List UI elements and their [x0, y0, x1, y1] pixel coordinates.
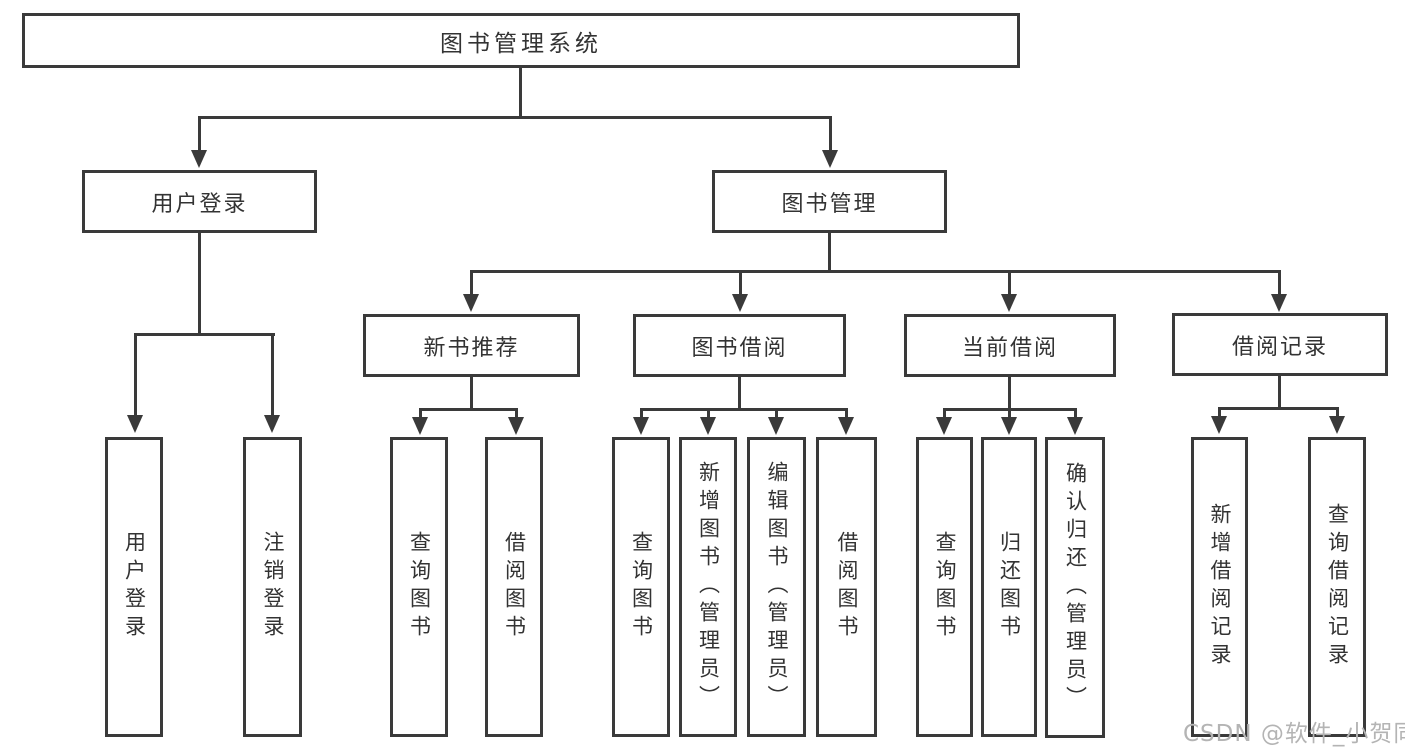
arrow-down-icon: [1067, 417, 1083, 435]
arrow-down-icon: [508, 417, 524, 435]
leaf-logout: 注销登录: [243, 437, 302, 737]
connector-line: [419, 408, 422, 420]
connector-line: [707, 408, 710, 420]
connector-line: [1074, 408, 1077, 420]
arrow-down-icon: [768, 417, 784, 435]
node-current-borrow: 当前借阅: [904, 314, 1116, 377]
connector-line: [1278, 270, 1281, 298]
connector-line: [1218, 407, 1221, 420]
connector-line: [470, 377, 473, 411]
connector-line: [943, 408, 946, 420]
connector-line: [1278, 376, 1281, 410]
arrow-down-icon: [191, 150, 207, 168]
leaf-user-login: 用户登录: [105, 437, 163, 737]
leaf-recommend-query-book: 查询图书: [390, 437, 448, 737]
node-book-borrow: 图书借阅: [633, 314, 846, 377]
leaf-current-confirm-return: 确认归还（管理员）: [1045, 437, 1105, 738]
connector-line: [198, 116, 832, 119]
leaf-borrow-edit-book: 编辑图书（管理员）: [747, 437, 806, 737]
arrow-down-icon: [732, 294, 748, 312]
connector-line: [470, 270, 473, 298]
arrow-down-icon: [1211, 416, 1227, 434]
csdn-watermark: CSDN @软件_小贺同学: [1183, 721, 1405, 747]
connector-line: [1218, 407, 1338, 410]
arrow-down-icon: [936, 417, 952, 435]
connector-line: [1336, 407, 1339, 420]
arrow-down-icon: [1001, 417, 1017, 435]
connector-line: [640, 408, 643, 420]
connector-line: [829, 116, 832, 153]
leaf-borrow-add-book: 新增图书（管理员）: [679, 437, 737, 737]
connector-line: [845, 408, 848, 420]
leaf-current-query-book: 查询图书: [916, 437, 973, 737]
connector-line: [640, 408, 847, 411]
node-borrow-record: 借阅记录: [1172, 313, 1388, 376]
arrow-down-icon: [822, 150, 838, 168]
connector-line: [134, 333, 275, 336]
node-book-management: 图书管理: [712, 170, 947, 233]
arrow-down-icon: [127, 415, 143, 433]
connector-line: [1008, 377, 1011, 411]
connector-line: [1008, 408, 1011, 420]
leaf-borrow-query-book: 查询图书: [612, 437, 670, 737]
arrow-down-icon: [633, 417, 649, 435]
connector-line: [134, 333, 137, 417]
connector-line: [519, 68, 522, 118]
node-root: 图书管理系统: [22, 13, 1020, 68]
arrow-down-icon: [412, 417, 428, 435]
node-user-login: 用户登录: [82, 170, 317, 233]
leaf-current-return-book: 归还图书: [981, 437, 1037, 737]
leaf-borrow-borrow-book: 借阅图书: [816, 437, 877, 737]
node-new-book-recommend: 新书推荐: [363, 314, 580, 377]
arrow-down-icon: [463, 294, 479, 312]
connector-line: [739, 270, 742, 298]
leaf-record-query: 查询借阅记录: [1308, 437, 1366, 737]
arrow-down-icon: [264, 415, 280, 433]
arrow-down-icon: [1329, 416, 1345, 434]
connector-line: [738, 377, 741, 411]
connector-line: [470, 270, 1281, 273]
arrow-down-icon: [1271, 294, 1287, 312]
arrow-down-icon: [700, 417, 716, 435]
connector-line: [198, 233, 201, 336]
arrow-down-icon: [1001, 294, 1017, 312]
connector-line: [271, 333, 274, 417]
leaf-recommend-borrow-book: 借阅图书: [485, 437, 543, 737]
connector-line: [775, 408, 778, 420]
connector-line: [515, 408, 518, 420]
connector-line: [1008, 270, 1011, 298]
connector-line: [198, 116, 201, 153]
connector-line: [419, 408, 518, 411]
arrow-down-icon: [838, 417, 854, 435]
leaf-record-add: 新增借阅记录: [1191, 437, 1248, 737]
connector-line: [828, 233, 831, 273]
